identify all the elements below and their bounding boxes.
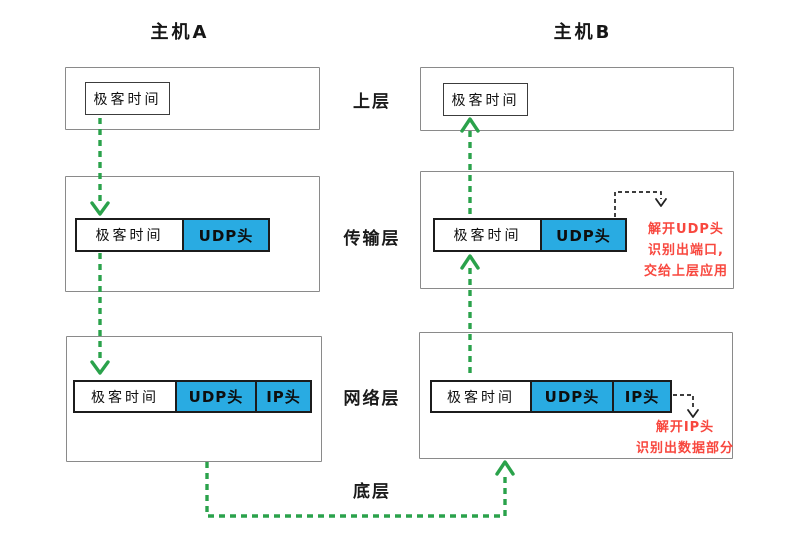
udp-header-segment: UDP头 [175,382,255,411]
payload-segment: 极客时间 [77,220,182,250]
host-a-network-packet: 极客时间 UDP头 IP头 [73,380,312,413]
ip-unpack-annotation: 解开IP头 识别出数据部分 [626,417,744,459]
label-upper-layer: 上层 [353,92,391,112]
host-a-title: 主机A [150,22,210,43]
udp-header-segment: UDP头 [540,220,625,250]
host-a-upper-payload: 极客时间 [85,82,170,115]
label-network-layer: 网络层 [343,389,401,409]
host-b-upper-payload: 极客时间 [443,83,528,116]
payload-segment: 极客时间 [435,220,540,250]
udp-header-segment: UDP头 [530,382,612,411]
annotation-line: 交给上层应用 [643,264,728,279]
host-b-transport-packet: 极客时间 UDP头 [433,218,627,252]
udp-unpack-annotation: 解开UDP头 识别出端口, 交给上层应用 [629,219,743,282]
label-transport-layer: 传输层 [343,229,401,249]
payload-segment: 极客时间 [432,382,530,411]
udp-header-segment: UDP头 [182,220,268,250]
annotation-line: 解开IP头 [655,420,715,435]
host-a-transport-packet: 极客时间 UDP头 [75,218,270,252]
label-bottom-layer: 底层 [353,482,391,502]
annotation-line: 识别出数据部分 [635,441,734,456]
annotation-line: 识别出端口, [648,243,724,258]
annotation-line: 解开UDP头 [648,222,724,237]
host-b-network-packet: 极客时间 UDP头 IP头 [430,380,672,413]
ip-header-segment: IP头 [612,382,670,411]
host-b-title: 主机B [553,22,613,43]
ip-header-segment: IP头 [255,382,310,411]
payload-segment: 极客时间 [75,382,175,411]
